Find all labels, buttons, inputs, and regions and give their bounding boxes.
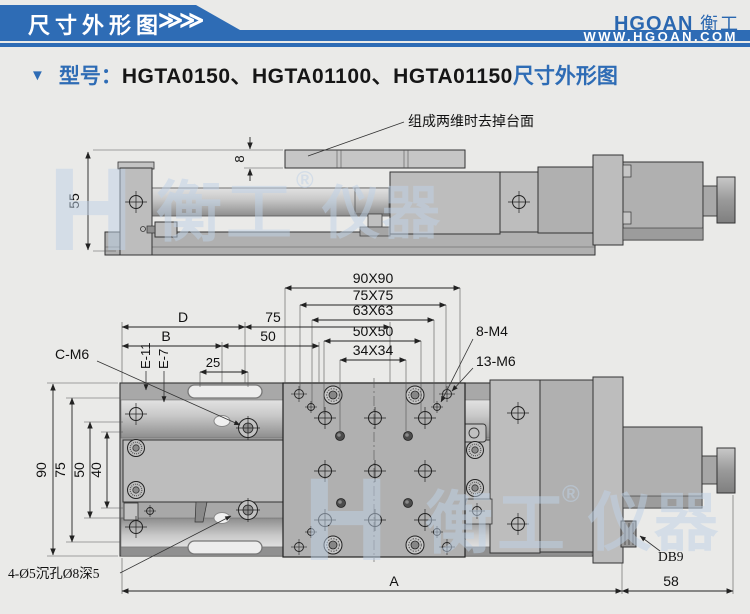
watermark-top: H 衡工 ® 仪器 [48,144,442,276]
watermark-name: 衡工 [425,486,569,562]
plan-shaft [701,455,718,485]
watermark-plan: H 衡工 ® 仪器 [303,454,720,586]
dim-90x90: 90X90 [353,270,394,286]
dim-50-left: 50 [260,328,276,344]
dim-63x63: 63X63 [353,302,394,318]
brand-logo-en: HGOAN [613,13,694,35]
annotation-remove-table: 组成两维时去掉台面 [408,114,534,130]
plan-motor-flange [592,376,624,564]
plan-knob [716,447,736,494]
plan-view [119,376,736,564]
side-view-dimensions: 55 8 组成两维时去掉台面 [66,114,534,252]
dim-40-v: 40 [88,462,104,478]
plan-slot-bottom [187,540,263,555]
dim-b: B [161,328,170,344]
side-carriage [389,171,501,235]
dim-a: A [389,573,399,589]
dim-55: 55 [66,193,82,209]
label-counterbore: 4-Ø5沉孔Ø8深5 [8,566,100,581]
header: 尺寸外形图 ≫≫ HGOAN 衡工 WWW.HGOAN.COM [0,0,750,50]
dim-90-v: 90 [33,462,49,478]
watermark-suffix: 仪器 [587,487,720,559]
side-motor-body [622,161,704,241]
label-e-11: E-11 [138,343,153,370]
label-db9: DB9 [658,549,684,564]
side-knob [716,176,736,224]
dim-50-v: 50 [71,462,87,478]
side-motor-flange [592,154,624,246]
header-diagonal [196,5,240,30]
model-label: 型号： [58,65,122,88]
plan-coupling-block [539,379,594,553]
brand-logo: HGOAN 衡工 [614,10,740,36]
label-c-m6: C-M6 [55,346,89,362]
side-table-top [284,149,466,169]
dim-34x34: 34X34 [353,342,394,358]
dim-58: 58 [663,573,679,589]
triangle-bullet-icon: ▼ [30,66,45,84]
label-13-m6: 13-M6 [476,353,516,369]
watermark-reg: ® [296,167,314,194]
dim-25: 25 [206,355,220,370]
header-band [0,30,750,41]
dim-8: 8 [232,155,247,162]
watermark-h: H [303,454,388,586]
plan-slot-top [187,384,263,399]
side-shaft [702,185,719,217]
chevron-icon: ≫≫ [158,7,204,34]
dim-75-left: 75 [265,309,281,325]
plan-motor-body [622,426,703,509]
plan-carriage-left [122,439,286,503]
page-title: 尺寸外形图 [28,13,164,38]
watermark-suffix: 仪器 [321,181,442,246]
plan-view-dimensions: 90X90 75X75 63X63 50X50 34X34 D 75 B 50 … [8,270,734,594]
brand-logo-cn: 衡工 [700,14,740,34]
model-line-suffix: 尺寸外形图 [512,65,618,88]
model-line: ▼ 型号： HGTA0150、HGTA01100、HGTA01150 尺寸外形图 [30,60,618,90]
dim-50x50: 50X50 [353,323,394,339]
header-underline [0,43,750,47]
brand-url: WWW.HGOAN.COM [583,29,738,44]
dim-d: D [178,309,188,325]
dim-75-v: 75 [52,462,68,478]
label-e-7: E-7 [156,349,171,369]
dim-75x75: 75X75 [353,287,394,303]
watermark-name: 衡工 [156,175,296,249]
side-coupling-block [537,166,594,234]
watermark-reg: ® [562,481,580,508]
side-view [104,149,736,256]
model-numbers: HGTA0150、HGTA01100、HGTA01150 [121,65,513,88]
watermark-h: H [48,144,133,276]
label-8-m4: 8-M4 [476,323,508,339]
